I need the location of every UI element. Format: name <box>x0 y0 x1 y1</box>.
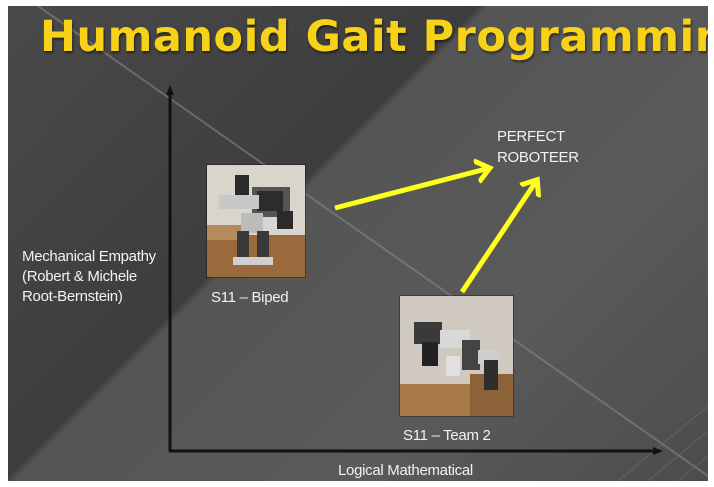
slide-title: Humanoid Gait Programming <box>40 12 708 62</box>
team-robot-photo <box>400 296 513 416</box>
slide: Humanoid Gait Programming <box>8 6 708 481</box>
axes <box>166 85 663 455</box>
y-axis-label: Mechanical Empathy (Robert & Michele Roo… <box>22 248 156 305</box>
biped-caption: S11 – Biped <box>211 289 289 306</box>
arrow-team-to-target <box>459 183 535 294</box>
team-caption: S11 – Team 2 <box>403 427 491 444</box>
biped-robot-photo <box>207 165 305 277</box>
diagonal-band <box>37 6 708 481</box>
arrow-biped-to-target <box>334 169 486 211</box>
x-axis-label: Logical Mathematical <box>338 462 473 479</box>
target-label: PERFECT ROBOTEER <box>497 128 579 166</box>
